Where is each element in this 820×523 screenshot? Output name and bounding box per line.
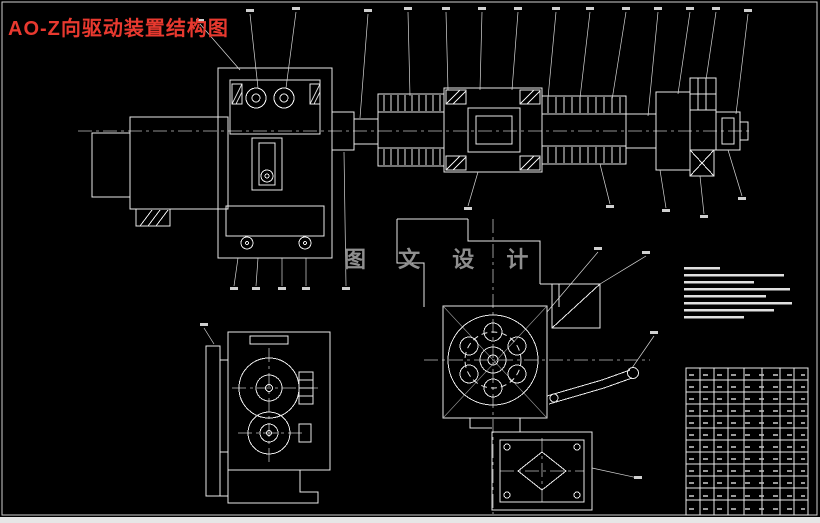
paper-edge-strip [0, 517, 820, 523]
leader-lines [199, 11, 749, 479]
callout-number-marks [196, 7, 752, 479]
centerlines [78, 130, 750, 514]
notes-block [684, 267, 792, 319]
flange-end-view [396, 218, 639, 511]
table-cell-text-marks [689, 373, 805, 511]
drawing-title: AO-Z向驱动装置结构图 [8, 18, 229, 40]
main-assembly-view [91, 67, 749, 259]
watermark-text: 图 文 设 计 [344, 247, 542, 272]
title-block-table [685, 367, 809, 516]
gearbox-side-view [205, 331, 331, 504]
